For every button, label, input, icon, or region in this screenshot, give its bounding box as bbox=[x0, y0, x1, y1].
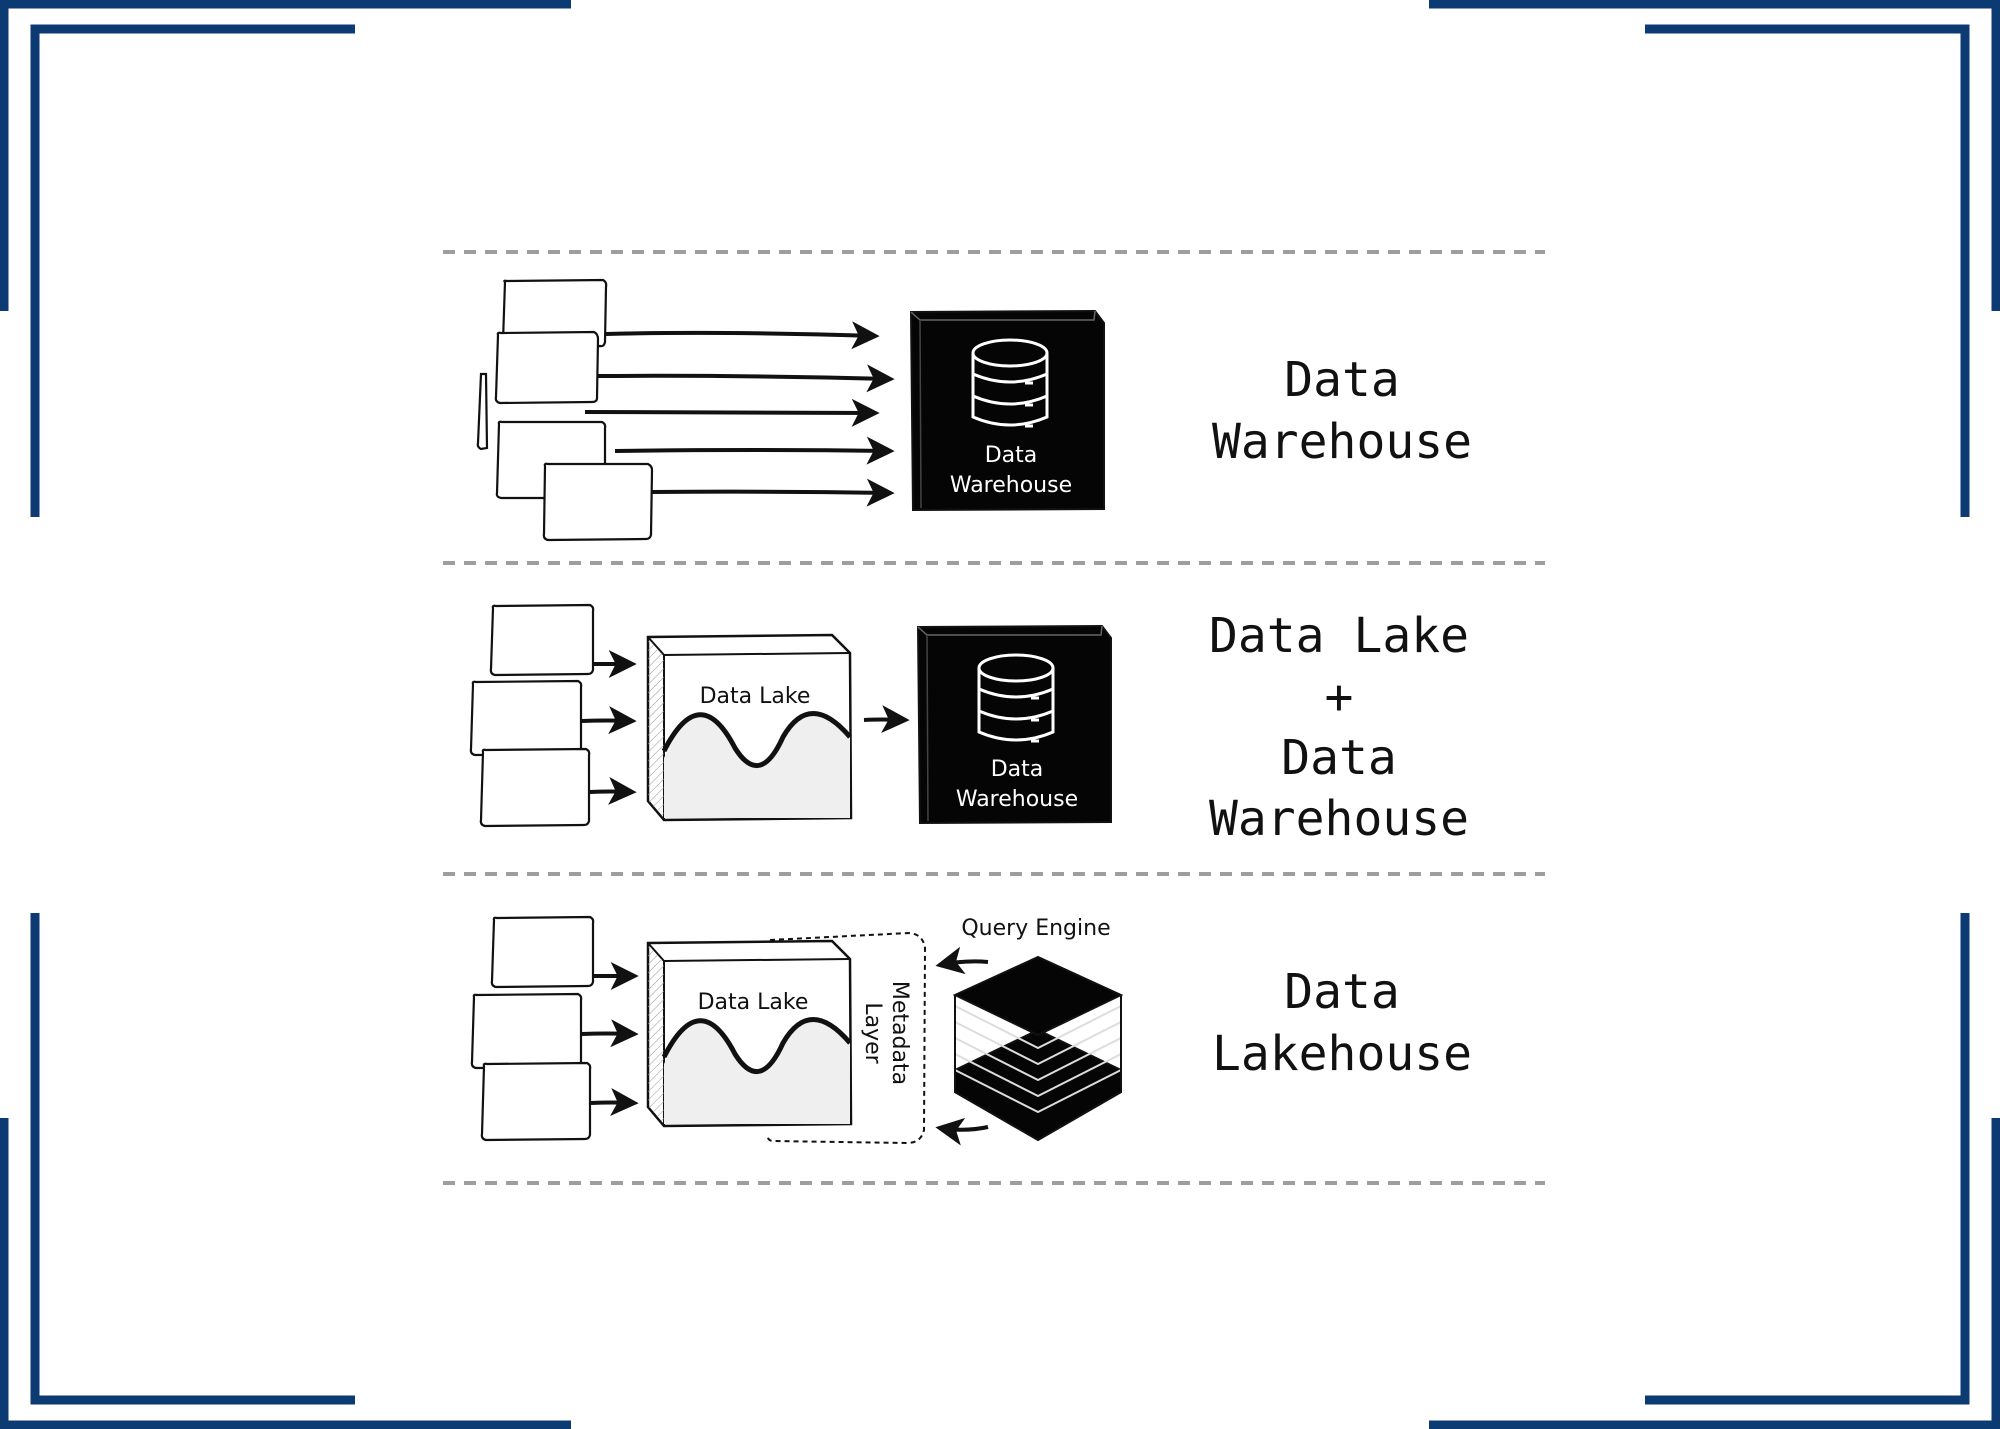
lake-wave bbox=[661, 1017, 852, 1074]
arrow bbox=[581, 706, 637, 735]
arrow bbox=[935, 1117, 989, 1146]
data-source-box bbox=[469, 679, 583, 757]
metadata-layer: Metadata Layer bbox=[766, 931, 927, 1145]
data-source-box bbox=[494, 330, 600, 405]
lake-water bbox=[664, 713, 850, 818]
query-engine: Query Engine bbox=[952, 916, 1124, 1142]
lake-wave bbox=[661, 711, 852, 768]
row-title-line: Data bbox=[1284, 964, 1400, 1020]
data-source-box bbox=[542, 462, 654, 542]
data-lake-container: Data Lake bbox=[646, 939, 853, 1128]
arrow bbox=[935, 946, 989, 975]
frame-corner-top-left-outer bbox=[0, 0, 571, 311]
data-source-box bbox=[490, 915, 595, 989]
warehouse-block: Data Warehouse bbox=[909, 309, 1105, 512]
stacked-layers-icon bbox=[952, 955, 1124, 1142]
arrow bbox=[589, 776, 637, 805]
row-title-line: Warehouse bbox=[1209, 791, 1469, 847]
frame-corner-bottom-right-inner bbox=[1645, 913, 1970, 1405]
warehouse-block: Data Warehouse bbox=[916, 624, 1112, 825]
frame-corner-top-left-inner bbox=[30, 24, 355, 517]
data-lake-label: Data Lake bbox=[700, 684, 811, 709]
row-title-line: Warehouse bbox=[1212, 414, 1472, 470]
row-data-lakehouse: Metadata Layer Data Lake Query Engine bbox=[470, 915, 1472, 1146]
row-title-line: Data bbox=[1281, 730, 1397, 786]
data-source-box bbox=[476, 372, 489, 451]
row-title: Data Lake + Data Warehouse bbox=[1209, 608, 1469, 847]
arrow bbox=[584, 398, 880, 427]
row-title-line: Data bbox=[1284, 352, 1400, 408]
database-icon bbox=[977, 653, 1055, 743]
lake-water bbox=[664, 1019, 850, 1124]
data-source-group bbox=[476, 278, 654, 542]
arrow-group bbox=[935, 946, 989, 1146]
frame-corner-top-right-inner bbox=[1645, 24, 1970, 517]
data-lake-container: Data Lake bbox=[646, 633, 853, 822]
frame-corner-bottom-right-outer bbox=[1429, 1118, 2000, 1429]
data-source-box bbox=[480, 1061, 592, 1142]
arrow bbox=[581, 1019, 639, 1048]
frame-corner-bottom-left-outer bbox=[0, 1118, 571, 1429]
data-lake-label: Data Lake bbox=[698, 990, 809, 1015]
arrow-group bbox=[581, 650, 910, 805]
row-title-line: + bbox=[1325, 669, 1354, 725]
warehouse-block-label-line: Data bbox=[985, 443, 1038, 468]
row-title-line: Lakehouse bbox=[1212, 1026, 1472, 1082]
row-separators bbox=[443, 250, 1545, 1185]
arrow-group bbox=[581, 962, 639, 1117]
data-source-box bbox=[470, 992, 583, 1070]
arrow bbox=[597, 364, 895, 393]
database-icon bbox=[971, 338, 1049, 428]
metadata-layer-label-line: Metadata bbox=[887, 981, 912, 1085]
data-source-group bbox=[470, 915, 595, 1142]
row-data-warehouse: Data Warehouse Data Warehouse bbox=[476, 278, 1472, 542]
frame-corner-top-right-outer bbox=[1429, 0, 2000, 311]
row-title-line: Data Lake bbox=[1209, 608, 1469, 664]
warehouse-block-label-line: Warehouse bbox=[956, 787, 1078, 812]
arrow bbox=[863, 705, 910, 734]
row-data-lake-plus-warehouse: Data Lake Data Warehouse Data Lake + Dat… bbox=[469, 603, 1469, 847]
row-title: Data Warehouse bbox=[1212, 352, 1472, 470]
arrow bbox=[605, 321, 880, 350]
data-source-box bbox=[489, 603, 595, 677]
row-title: Data Lakehouse bbox=[1212, 964, 1472, 1082]
arrow-group bbox=[584, 321, 895, 507]
arrow bbox=[614, 436, 895, 465]
frame-corner-bottom-left-inner bbox=[30, 913, 355, 1405]
warehouse-block-label-line: Data bbox=[991, 757, 1044, 782]
data-source-group bbox=[469, 603, 595, 828]
stack-top-face bbox=[952, 955, 1124, 1037]
metadata-layer-label-line: Layer bbox=[860, 1002, 885, 1064]
arrow bbox=[590, 1088, 639, 1117]
warehouse-block-label-line: Warehouse bbox=[950, 473, 1072, 498]
data-source-box bbox=[479, 747, 591, 828]
arrow bbox=[651, 478, 895, 507]
query-engine-label: Query Engine bbox=[961, 916, 1110, 941]
